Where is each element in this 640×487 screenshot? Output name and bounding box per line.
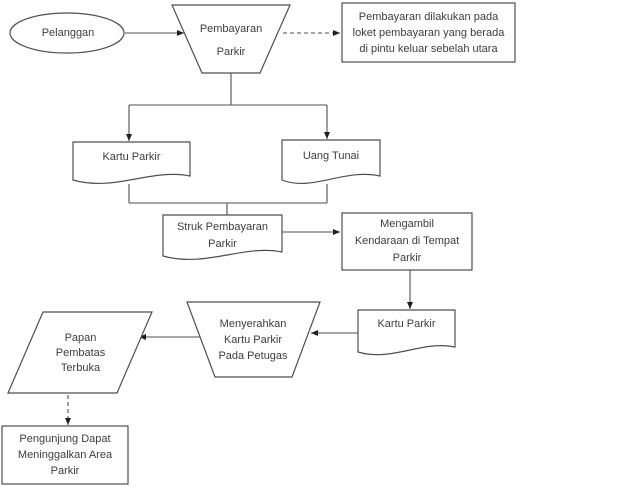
- node-pengunjung-keluar-label: Pengunjung Dapat Meninggalkan Area Parki…: [17, 433, 113, 477]
- node-kartu-parkir-2-document: [357, 309, 456, 356]
- node-uang-tunai-label: Uang Tunai: [302, 150, 360, 162]
- node-kartu-parkir-1-document: [72, 141, 191, 184]
- node-menyerahkan-kartu-label: Menyerahkan Kartu Parkir Pada Petugas: [218, 318, 288, 362]
- node-papan-pembatas-label: Papan Pembatas Terbuka: [55, 331, 106, 374]
- node-papan-pembatas-parallelogram: [7, 311, 153, 394]
- node-catatan-loket-label: Pembayaran dilakukan pada loket pembayar…: [352, 10, 505, 55]
- node-pelanggan-ellipse: [9, 12, 125, 54]
- node-uang-tunai-document: [281, 139, 381, 184]
- node-struk-pembayaran-document: [162, 214, 283, 260]
- node-menyerahkan-kartu-trapezoid: [186, 301, 321, 378]
- node-kartu-parkir-2-label: Kartu Parkir: [377, 318, 436, 330]
- node-catatan-loket-rect: [341, 2, 516, 63]
- node-struk-pembayaran-label: Struk Pembayaran Parkir: [176, 221, 269, 250]
- node-pelanggan-label: Pelanggan: [41, 27, 95, 39]
- node-kartu-parkir-1-label: Kartu Parkir: [102, 151, 161, 163]
- node-mengambil-kendaraan-rect: [341, 212, 473, 271]
- node-pembayaran-parkir-trapezoid: [171, 4, 291, 74]
- node-pembayaran-parkir-label: Pembayaran Parkir: [199, 23, 263, 58]
- node-pengunjung-keluar-rect: [1, 425, 129, 485]
- node-mengambil-kendaraan-label: Mengambil Kendaraan di Tempat Parkir: [354, 217, 460, 264]
